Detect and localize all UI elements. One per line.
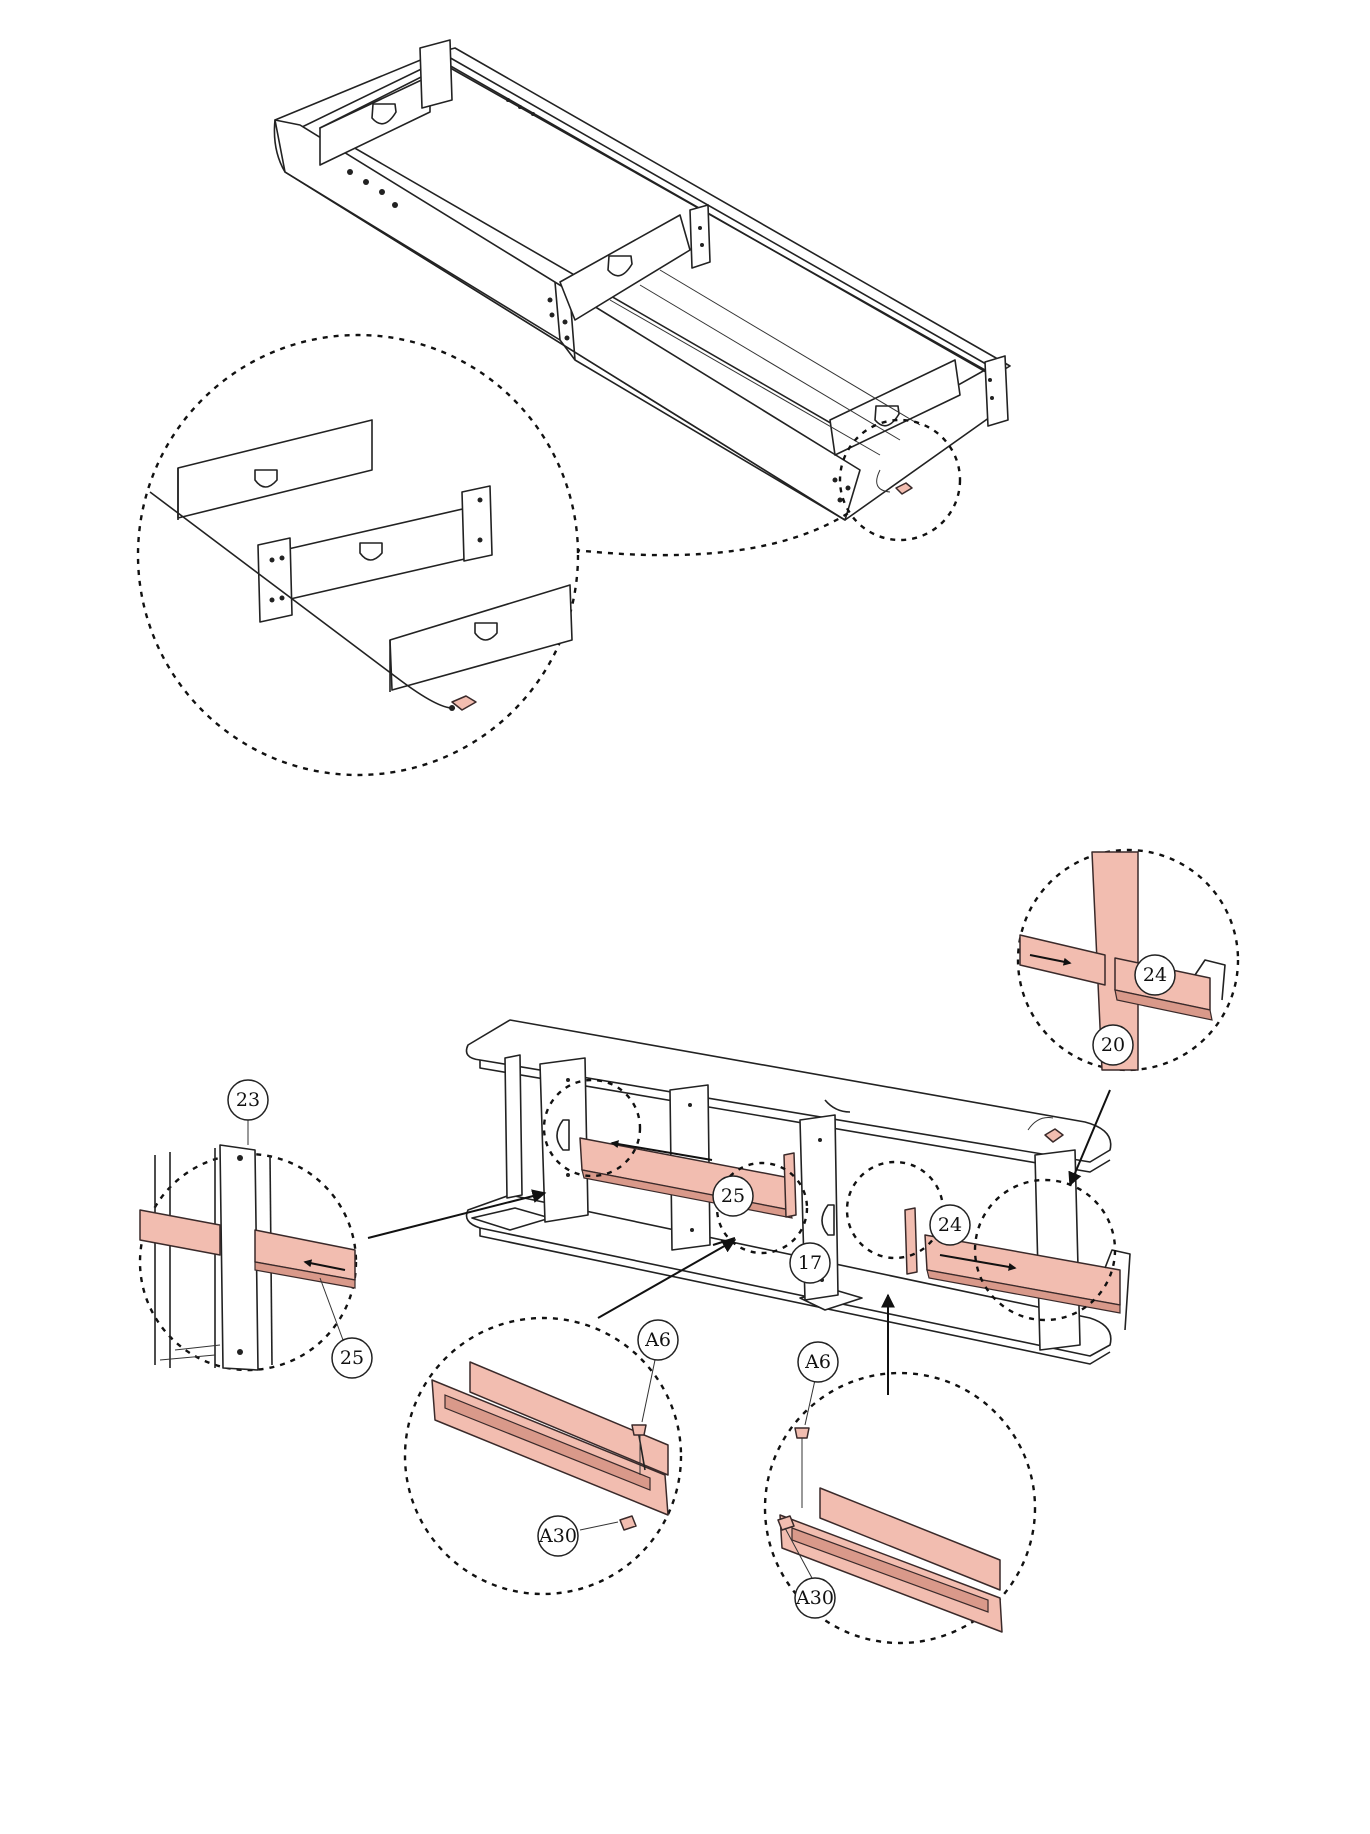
svg-text:24: 24 [938,1214,962,1236]
callout-25-center: 25 [713,1176,753,1216]
upper-detail-circle [138,335,578,775]
svg-text:23: 23 [236,1089,260,1111]
svg-text:20: 20 [1101,1034,1125,1056]
svg-text:24: 24 [1143,964,1167,986]
svg-text:A6: A6 [644,1329,671,1351]
svg-text:17: 17 [798,1252,822,1274]
svg-text:25: 25 [340,1347,364,1369]
svg-text:A30: A30 [538,1525,577,1547]
callout-20: 20 [1093,1025,1133,1065]
callout-17: 17 [790,1243,830,1283]
bottom-left-detail-circle [405,1318,681,1594]
callout-24-center: 24 [930,1205,970,1245]
left-detail-circle [140,1145,356,1370]
lower-frame-assembly [467,1020,1131,1364]
svg-text:25: 25 [721,1185,745,1207]
svg-text:A6: A6 [804,1351,831,1373]
callout-24-top: 24 [1135,955,1175,995]
callout-23: 23 [228,1080,268,1145]
svg-text:A30: A30 [795,1587,834,1609]
